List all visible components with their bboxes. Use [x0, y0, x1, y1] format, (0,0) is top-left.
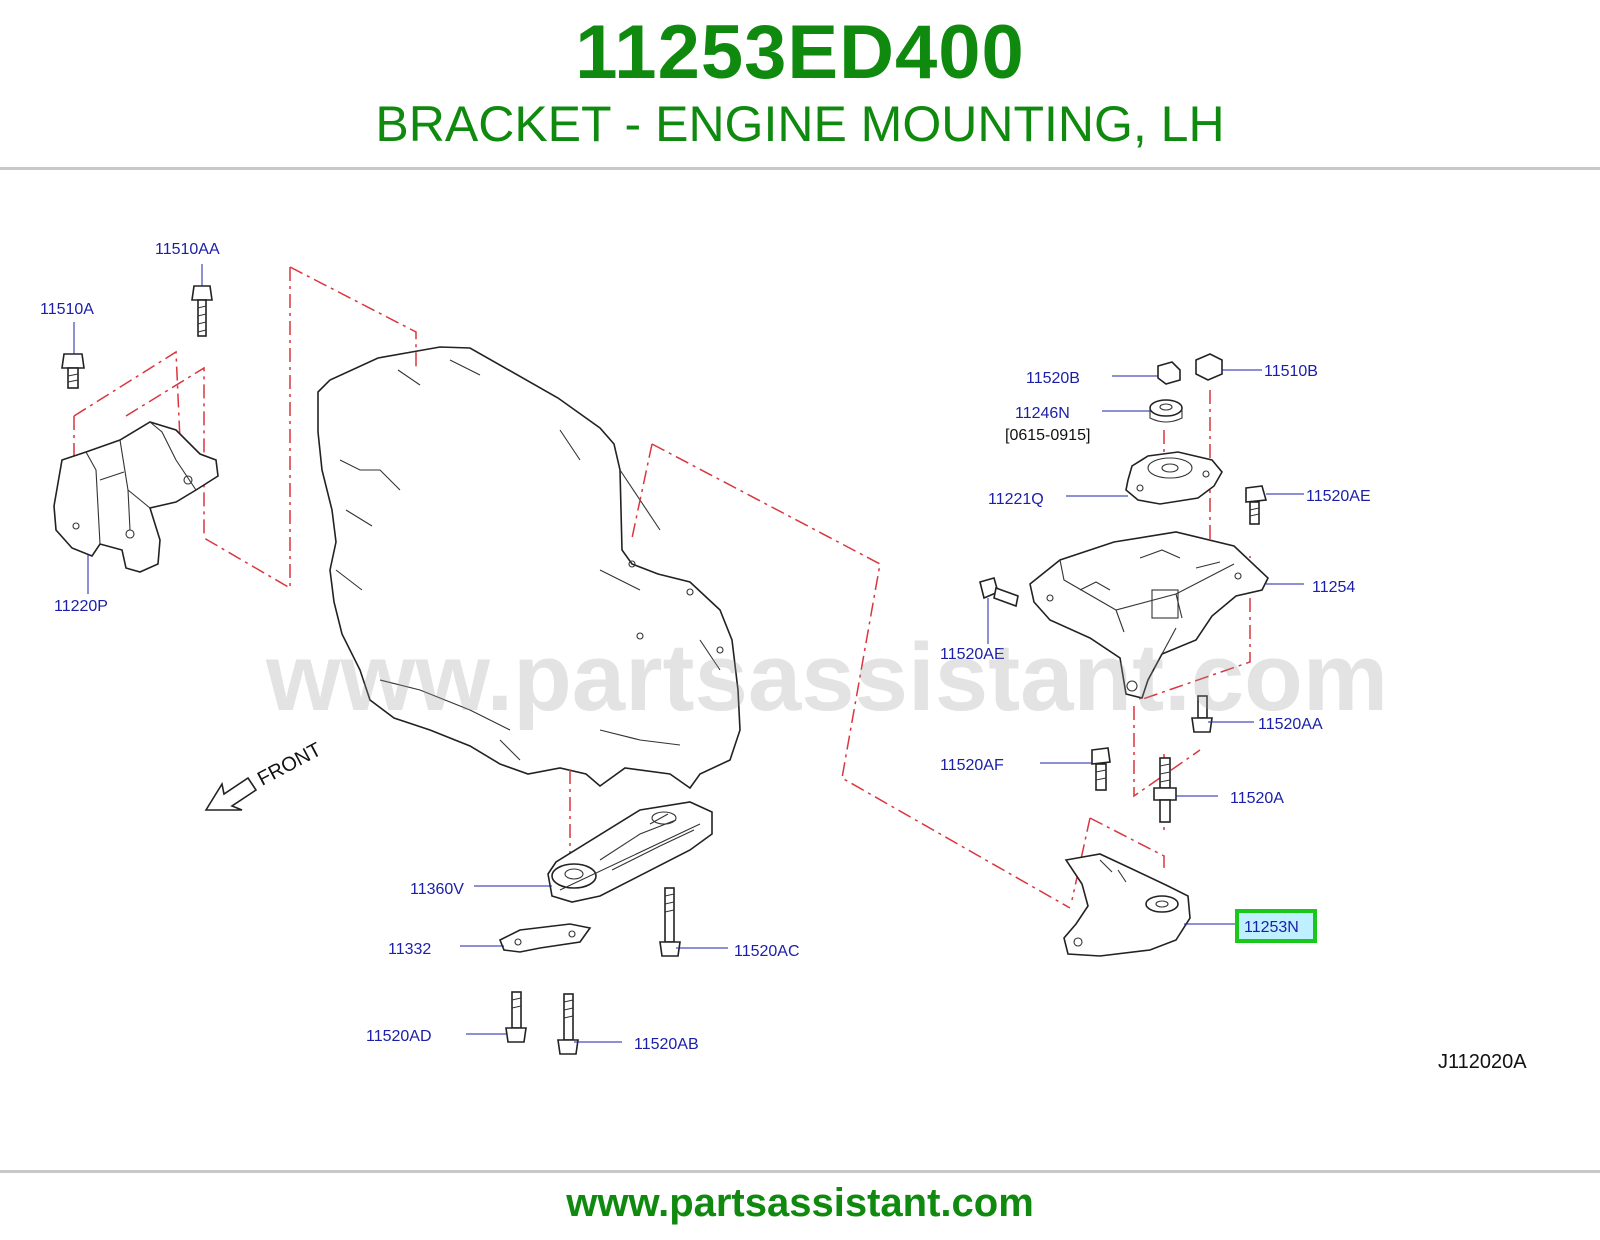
bolt-11520AE-left: [979, 577, 1019, 608]
stud-11520A: [1153, 757, 1177, 823]
bracket-11332: [498, 923, 592, 953]
bracket-11253N: [1063, 853, 1191, 957]
label-11520B[interactable]: 11520B: [1026, 370, 1080, 387]
label-11510AA[interactable]: 11510AA: [155, 241, 220, 258]
label-11510B[interactable]: 11510B: [1264, 363, 1318, 380]
bolt-11520AE-right: [1245, 485, 1268, 525]
label-11221Q[interactable]: 11221Q: [988, 491, 1044, 508]
bracket-11254: [1029, 531, 1269, 699]
date-range-note: [0615-0915]: [1005, 427, 1090, 444]
front-arrow-icon: [204, 776, 258, 811]
bolt-11520AB: [557, 993, 579, 1055]
header-divider: [0, 167, 1600, 170]
leader-lines: [73, 264, 1304, 1043]
bolt-11510AA: [191, 285, 213, 337]
insulator-11221Q: [1125, 451, 1223, 505]
header: 11253ED400 BRACKET - ENGINE MOUNTING, LH: [0, 0, 1600, 168]
part-description: BRACKET - ENGINE MOUNTING, LH: [375, 96, 1225, 152]
label-11254[interactable]: 11254: [1312, 579, 1355, 596]
label-11360V[interactable]: 11360V: [410, 881, 464, 898]
label-11520AD[interactable]: 11520AD: [366, 1028, 432, 1045]
label-11332[interactable]: 11332: [388, 941, 431, 958]
highlight-box-11253N[interactable]: [1235, 909, 1317, 943]
parts-diagram: FRONT 11510AA 11510A 11220P 11520B 11510…: [0, 170, 1600, 1168]
label-11520AE-right[interactable]: 11520AE: [1306, 488, 1371, 505]
bolt-11510A: [61, 353, 85, 389]
part-labels: 11510AA 11510A 11220P 11520B 11510B 1124…: [40, 241, 1371, 1053]
label-11520AF[interactable]: 11520AF: [940, 757, 1004, 774]
diagram-code: J112020A: [1438, 1051, 1527, 1073]
washer-11246N: [1149, 399, 1183, 423]
footer-url[interactable]: www.partsassistant.com: [566, 1181, 1034, 1225]
label-11253N[interactable]: 11253N: [1244, 919, 1299, 936]
engine-mount-11220P: [53, 421, 219, 573]
label-11246N[interactable]: 11246N: [1015, 405, 1070, 422]
part-number-title: 11253ED400: [575, 10, 1025, 95]
label-11520AA[interactable]: 11520AA: [1258, 716, 1323, 733]
nut-11510B: [1195, 353, 1223, 381]
label-11520AB[interactable]: 11520AB: [634, 1036, 699, 1053]
front-direction-indicator: FRONT: [204, 739, 325, 811]
label-11220P[interactable]: 11220P: [54, 598, 108, 615]
label-11510A[interactable]: 11510A: [40, 301, 94, 318]
label-11520AC[interactable]: 11520AC: [734, 943, 800, 960]
nut-11520B: [1157, 361, 1181, 385]
front-label: FRONT: [254, 739, 325, 791]
insulator-11360V: [547, 801, 713, 903]
bolt-11520AD: [505, 991, 527, 1043]
label-11520A[interactable]: 11520A: [1230, 790, 1284, 807]
watermark: www.partsassistant.com: [265, 624, 1388, 731]
footer-divider: [0, 1170, 1600, 1173]
bolt-11520AA: [1191, 695, 1213, 733]
label-11520AE-left[interactable]: 11520AE: [940, 646, 1005, 663]
bolt-11520AF: [1091, 747, 1111, 791]
bolt-11520AC: [659, 887, 681, 957]
